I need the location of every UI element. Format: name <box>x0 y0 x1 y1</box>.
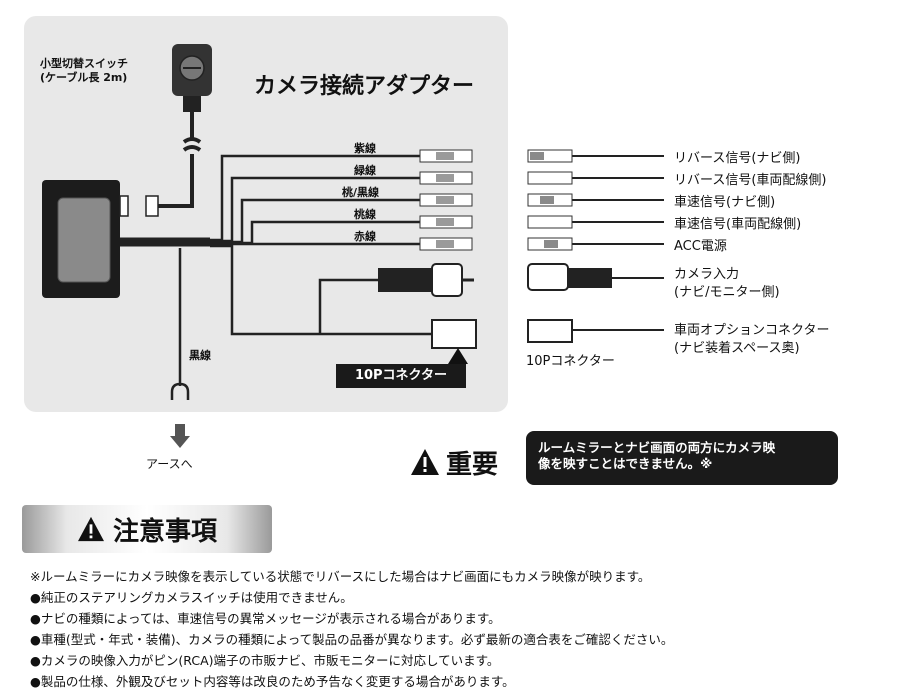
note-item: ●ナビの種類によっては、車速信号の異常メッセージが表示される場合があります。 <box>30 611 501 626</box>
wire-label: 桃線 <box>354 208 376 221</box>
earth-label: アースへ <box>146 457 193 471</box>
note-item: ●純正のステアリングカメラスイッチは使用できません。 <box>30 590 353 605</box>
diagram-title: カメラ接続アダプター <box>254 74 475 99</box>
caution-banner: 注意事項 <box>22 505 272 553</box>
note-item: ●カメラの映像入力がピン(RCA)端子の市販ナビ、市販モニターに対応しています。 <box>30 653 500 668</box>
important-heading: 重要 <box>410 440 498 484</box>
switch-label: 小型切替スイッチ (ケーブル長 2m) <box>40 57 128 84</box>
switch-icon <box>172 44 212 112</box>
note-item: ※ルームミラーにカメラ映像を表示している状態でリバースにした場合はナビ画面にもカ… <box>30 569 651 584</box>
note-item: ●車種(型式・年式・装備)、カメラの種類によって製品の品番が異なります。必ず最新… <box>30 632 674 647</box>
wire-label: 紫線 <box>354 142 376 155</box>
connector-badge: 10Pコネクター <box>336 364 466 388</box>
right-label: 車速信号(ナビ側) <box>674 195 776 210</box>
arrow-down-icon <box>170 424 190 448</box>
option-connector-label: 車両オプションコネクター (ナビ装着スペース奥) <box>674 323 830 356</box>
wire-label: 緑線 <box>354 164 376 177</box>
wire-label: 赤線 <box>354 230 376 243</box>
right-label: 車速信号(車両配線側) <box>674 217 802 232</box>
right-label: リバース信号(ナビ側) <box>674 151 801 166</box>
wire-label: 桃/黒線 <box>342 186 380 199</box>
warning-icon <box>77 516 104 542</box>
right-connector-label: 10Pコネクター <box>526 354 615 369</box>
important-label: 重要 <box>446 449 499 480</box>
important-message: ルームミラーとナビ画面の両方にカメラ映 像を映すことはできません。※ <box>526 431 838 485</box>
ground-lug-icon <box>170 378 190 400</box>
note-item: ●製品の仕様、外観及びセット内容等は改良のため予告なく変更する場合があります。 <box>30 674 515 689</box>
warning-icon <box>411 449 439 475</box>
camera-input-label: カメラ入力 (ナビ/モニター側) <box>674 267 780 300</box>
black-wire-label: 黒線 <box>189 349 211 362</box>
caution-notes: ※ルームミラーにカメラ映像を表示している状態でリバースにした場合はナビ画面にもカ… <box>30 566 890 692</box>
caution-heading: 注意事項 <box>112 516 217 547</box>
right-label: リバース信号(車両配線側) <box>674 173 827 188</box>
right-label: ACC電源 <box>674 239 727 254</box>
